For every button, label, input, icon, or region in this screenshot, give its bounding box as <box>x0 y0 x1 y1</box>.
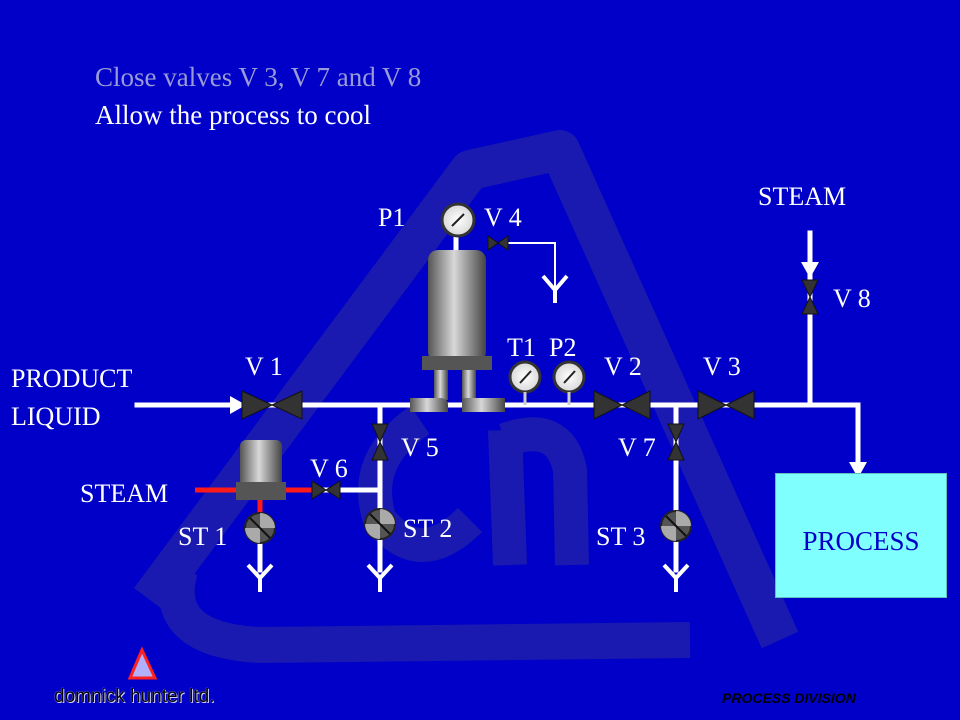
valve-v3 <box>697 390 755 420</box>
label-v1: V 1 <box>245 352 283 381</box>
valve-v2 <box>593 390 651 420</box>
valve-v7 <box>667 423 685 461</box>
label-steam-left: STEAM <box>80 479 169 508</box>
label-v2: V 2 <box>604 352 642 381</box>
drain-st2 <box>366 563 394 592</box>
gauge-p1 <box>440 202 476 238</box>
arrow-product-in <box>230 396 246 414</box>
label-v8: V 8 <box>833 284 871 313</box>
label-v4: V 4 <box>484 203 522 232</box>
drain-symbols <box>246 274 690 592</box>
label-t1: T1 <box>507 333 536 362</box>
flow-arrows <box>230 262 867 478</box>
process-label: PROCESS <box>802 526 920 556</box>
label-product: PRODUCT <box>11 364 133 393</box>
instruction-step-2: Allow the process to cool <box>95 100 371 130</box>
steam-trap-st3 <box>660 510 692 542</box>
label-v6: V 6 <box>310 454 348 483</box>
label-steam-top: STEAM <box>758 182 847 211</box>
label-p2: P2 <box>549 333 577 362</box>
division-name: PROCESS DIVISION <box>722 690 856 706</box>
label-v5: V 5 <box>401 433 439 462</box>
label-st1: ST 1 <box>178 522 228 551</box>
valve-v6 <box>311 480 341 500</box>
arrow-steam-down <box>801 262 819 278</box>
label-st3: ST 3 <box>596 522 646 551</box>
steam-trap-st2 <box>364 508 396 540</box>
drain-st3 <box>662 563 690 592</box>
filter-housing-small <box>236 440 286 500</box>
gauge-p2 <box>552 360 586 405</box>
drain-v4 <box>541 274 569 303</box>
valve-v1 <box>241 390 303 420</box>
label-v7: V 7 <box>618 433 656 462</box>
label-p1: P1 <box>378 203 406 232</box>
valve-v5 <box>371 423 389 461</box>
process-vessel: PROCESS <box>775 473 947 598</box>
label-st2: ST 2 <box>403 514 453 543</box>
drain-st1 <box>246 563 274 592</box>
label-liquid: LIQUID <box>11 402 101 431</box>
valve-v8 <box>801 279 819 315</box>
company-logo-icon <box>127 646 158 680</box>
gauge-t1 <box>508 360 542 405</box>
valve-v4 <box>487 235 509 251</box>
steam-trap-st1 <box>244 512 276 544</box>
filter-housing-main <box>410 250 505 412</box>
arrow-process-down <box>849 462 867 478</box>
label-v3: V 3 <box>703 352 741 381</box>
company-name: domnick hunter ltd. <box>54 686 215 707</box>
instruction-step-1: Close valves V 3, V 7 and V 8 <box>95 62 422 92</box>
